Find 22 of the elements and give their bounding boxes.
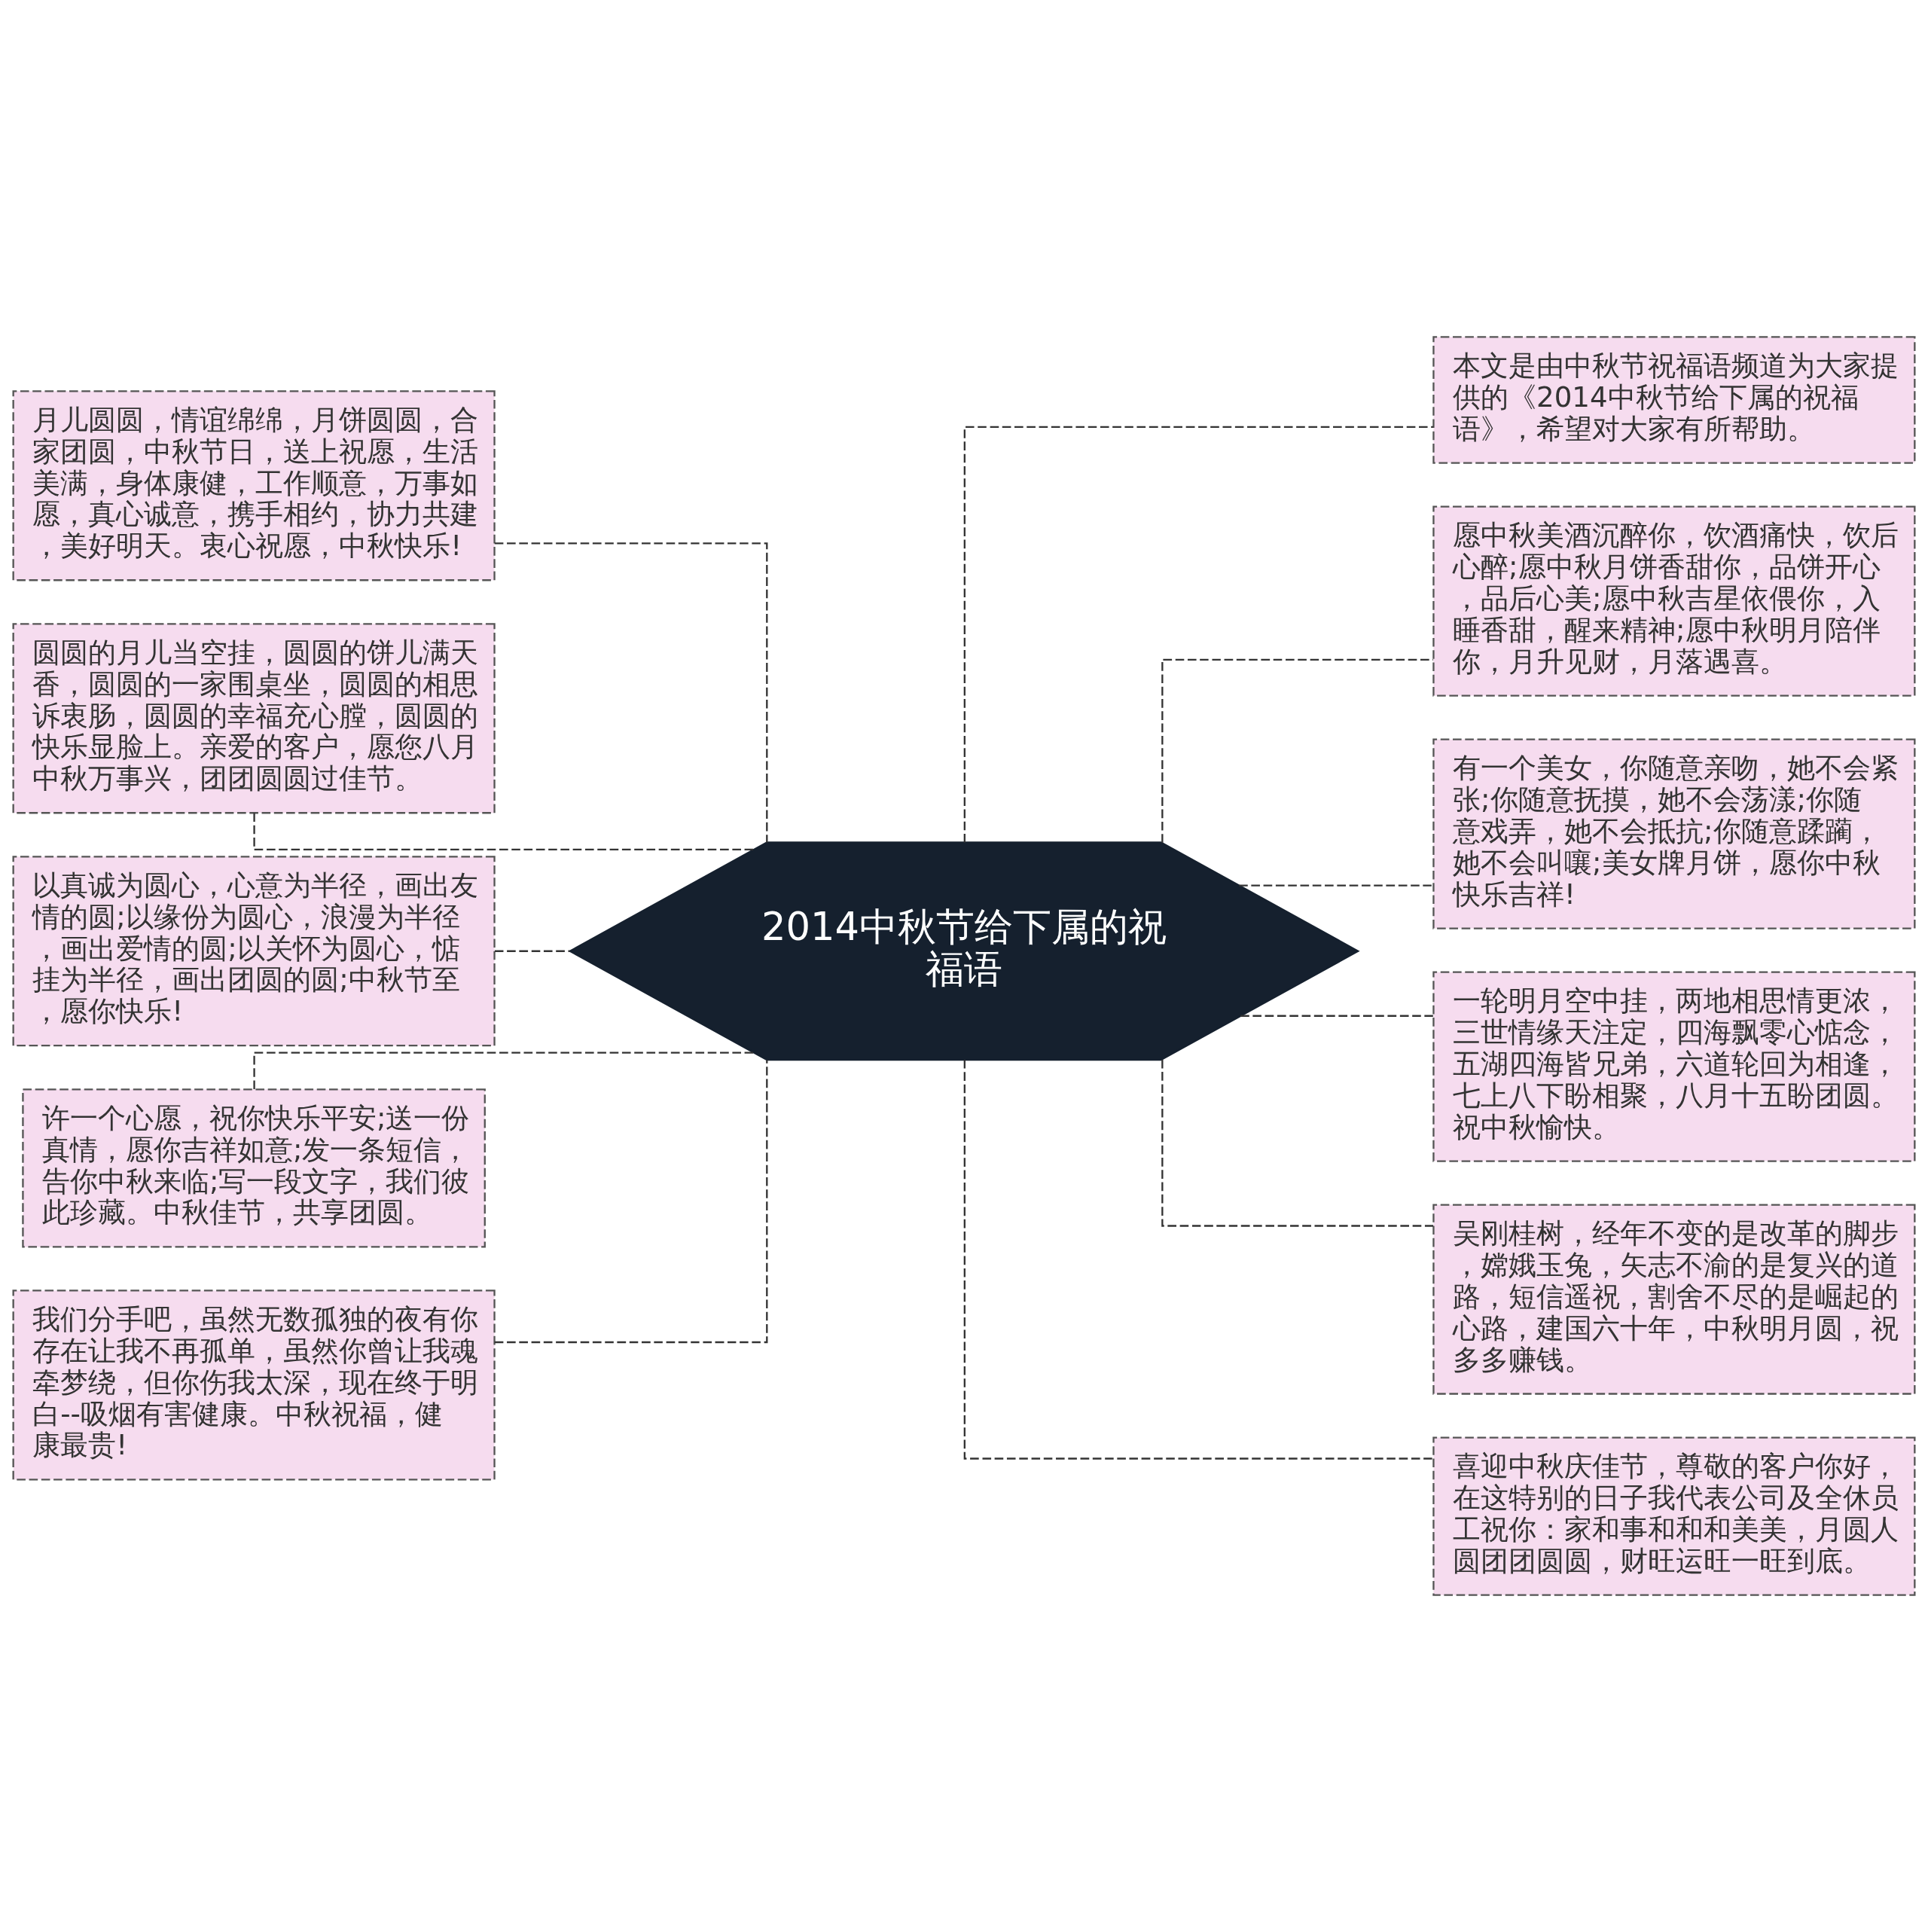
node-box: 喜迎中秋庆佳节，尊敬的客户你好，在这特别的日子我代表公司及全休员工祝你：家和事和和和美美，月圆人圆团团圆圆，财旺运旺一旺到底。 (1432, 1436, 1916, 1596)
connector (253, 813, 755, 851)
connector (1161, 1059, 1433, 1227)
connector (495, 950, 570, 952)
node-box: 本文是由中秋节祝福语频道为大家提供的《2014中秋节给下属的祝福语》，希望对大家有所帮助。 (1432, 336, 1916, 464)
node-box: 月儿圆圆，情谊绵绵，月饼圆圆，合家团圆，中秋节日，送上祝愿，生活美满，身体康健，工作顺意，万事如愿，真心诚意，携手相约，协力共建，美好明天。衷心祝愿，中秋快乐! (12, 390, 496, 581)
connector (963, 1060, 1434, 1460)
connector (494, 1060, 768, 1344)
node-box: 以真诚为圆心，心意为半径，画出友情的圆;以缘份为圆心，浪漫为半径，画出爱情的圆;以关怀为圆心，惦挂为半径，画出团圆的圆;中秋节至，愿你快乐! (12, 856, 496, 1047)
node-box: 愿中秋美酒沉醉你，饮酒痛快，饮后心醉;愿中秋月饼香甜你，品饼开心，品后心美;愿中秋吉星依偎你，入睡香甜，醒来精神;愿中秋明月陪伴你，月升见财，月落遇喜。 (1432, 505, 1916, 697)
node-box: 许一个心愿，祝你快乐平安;送一份真情，愿你吉祥如意;发一条短信，告你中秋来临;写一段文字，我们彼此珍藏。中秋佳节，共享团圆。 (22, 1088, 486, 1248)
connector (1239, 884, 1433, 887)
connector (253, 1051, 755, 1090)
connector (963, 426, 1434, 843)
node-box: 吴刚桂树，经年不变的是改革的脚步，嫦娥玉兔，矢志不渝的是复兴的道路，短信遥祝，割舍不尽的是崛起的心路，建国六十年，中秋明月圆，祝多多赚钱。 (1432, 1204, 1916, 1395)
connector (494, 542, 768, 843)
node-box: 一轮明月空中挂，两地相思情更浓，三世情缘天注定，四海飘零心惦念，五湖四海皆兄弟，六道轮回为相逢，七上八下盼相聚，八月十五盼团圆。祝中秋愉快。 (1432, 971, 1916, 1162)
node-box: 我们分手吧，虽然无数孤独的夜有你存在让我不再孤单，虽然你曾让我魂牵梦绕，但你伤我太深，现在终于明白--吸烟有害健康。中秋祝福，健康最贵! (12, 1290, 496, 1481)
connector (1161, 658, 1433, 843)
connector (1240, 1015, 1434, 1017)
node-box: 圆圆的月儿当空挂，圆圆的饼儿满天香，圆圆的一家围桌坐，圆圆的相思诉衷肠，圆圆的幸福充心膛，圆圆的快乐显脸上。亲爱的客户，愿您八月中秋万事兴，团团圆圆过佳节。 (12, 623, 496, 814)
node-box: 有一个美女，你随意亲吻，她不会紧张;你随意抚摸，她不会荡漾;你随意戏弄，她不会抵抗;你随意蹂躏，她不会叫嚷;美女牌月饼，愿你中秋快乐吉祥! (1432, 738, 1916, 929)
